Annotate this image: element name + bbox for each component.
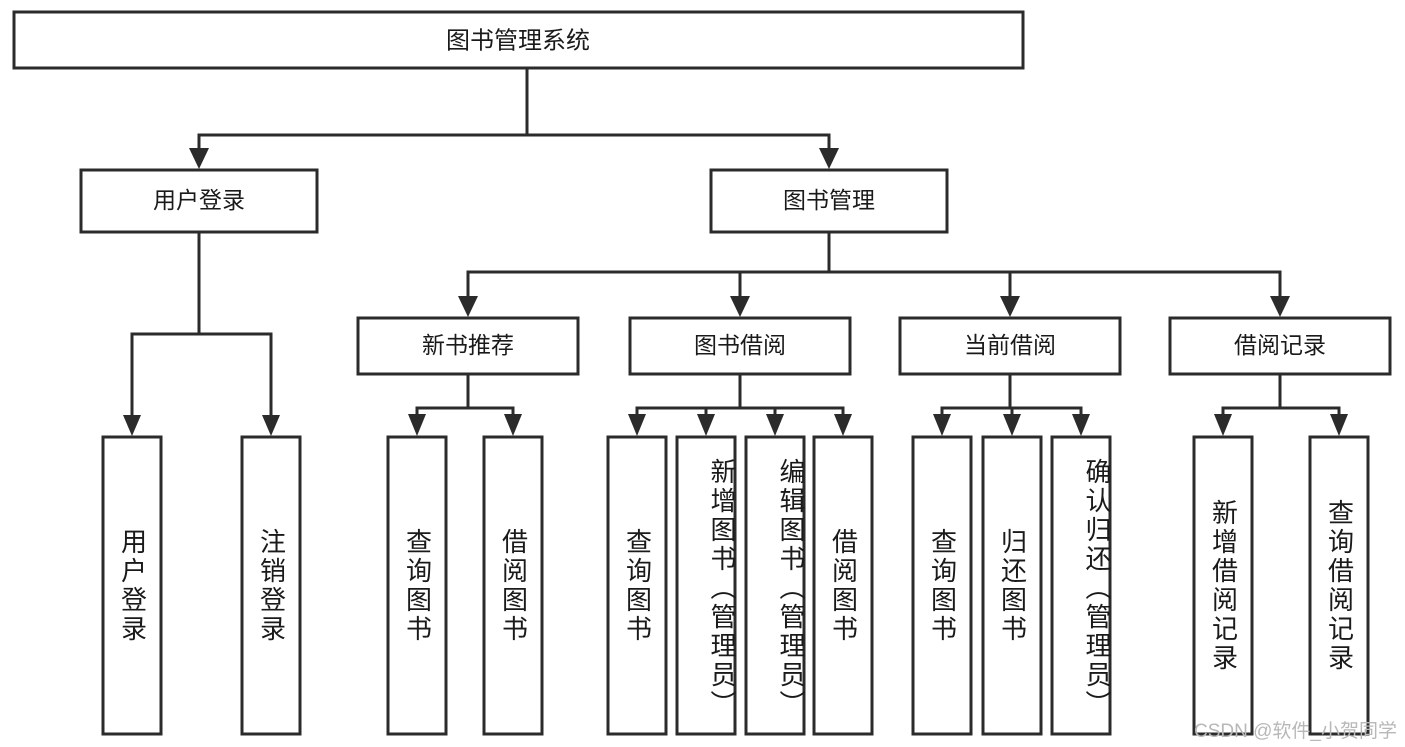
arrowhead-leaf-borrow-book-a <box>504 414 522 436</box>
node-user-login[interactable]: 用户登录 <box>79 168 319 234</box>
arrowhead-leaf-user-login <box>123 415 141 436</box>
connectors-book-mgmt-to-level3 <box>458 230 1290 317</box>
connectors-root-to-level2 <box>189 66 839 169</box>
leaf-box-query-book-a[interactable] <box>386 435 448 736</box>
arrowhead-leaf-confirm-return <box>1072 414 1090 436</box>
node-book-borrow-box[interactable] <box>628 316 852 376</box>
leaf-boxes <box>101 435 1370 736</box>
leaf-box-user-login[interactable] <box>101 435 163 736</box>
node-current-borrow-label: 当前借阅 <box>964 332 1056 358</box>
node-root-box[interactable] <box>12 10 1025 70</box>
leaf-box-logout[interactable] <box>240 435 302 736</box>
arrowhead-new-book <box>458 296 478 317</box>
arrowhead-book-mgmt <box>819 148 839 169</box>
node-new-book-recommend-label: 新书推荐 <box>422 332 514 358</box>
leaf-box-query-record[interactable] <box>1308 435 1370 736</box>
leaf-box-add-record[interactable] <box>1192 435 1254 736</box>
leaf-box-edit-book[interactable] <box>744 435 806 736</box>
node-borrow-record[interactable]: 借阅记录 <box>1168 316 1392 376</box>
arrowhead-leaf-query-book-a <box>408 414 426 436</box>
csdn-watermark: CSDN @软件_小贺同学 <box>1194 721 1397 742</box>
node-borrow-record-label: 借阅记录 <box>1234 332 1326 358</box>
leaf-box-return-book[interactable] <box>981 435 1043 736</box>
leaf-box-borrow-book-b[interactable] <box>812 435 874 736</box>
arrowhead-book-borrow <box>730 296 750 317</box>
arrowhead-leaf-query-record <box>1330 414 1348 436</box>
arrowhead-leaf-edit-book <box>766 414 784 436</box>
node-book-management-box[interactable] <box>709 168 949 234</box>
leaf-box-query-book-b[interactable] <box>606 435 668 736</box>
node-book-management-label: 图书管理 <box>783 187 875 213</box>
node-root[interactable]: 图书管理系统 <box>12 10 1025 70</box>
leaf-box-query-book-c[interactable] <box>911 435 973 736</box>
node-current-borrow-box[interactable] <box>898 316 1122 376</box>
node-user-login-box[interactable] <box>79 168 319 234</box>
node-current-borrow[interactable]: 当前借阅 <box>898 316 1122 376</box>
node-borrow-record-box[interactable] <box>1168 316 1392 376</box>
connectors-borrow-record-to-leaves <box>1214 372 1348 436</box>
arrowhead-leaf-logout <box>262 415 280 436</box>
arrowhead-leaf-query-book-c <box>933 414 951 436</box>
arrowhead-leaf-add-book <box>697 414 715 436</box>
connectors-user-login-to-leaves <box>123 230 280 436</box>
leaf-box-add-book[interactable] <box>675 435 737 736</box>
arrowhead-borrow-record <box>1270 296 1290 317</box>
connectors-new-book-to-leaves <box>408 372 522 436</box>
node-book-borrow[interactable]: 图书借阅 <box>628 316 852 376</box>
node-book-borrow-label: 图书借阅 <box>694 332 786 358</box>
leaf-box-confirm-return[interactable] <box>1050 435 1112 736</box>
connectors-current-borrow-to-leaves <box>933 372 1090 436</box>
arrowhead-leaf-query-book-b <box>628 414 646 436</box>
arrowhead-user-login <box>189 148 209 169</box>
node-user-login-label: 用户登录 <box>153 187 245 213</box>
node-new-book-recommend[interactable]: 新书推荐 <box>356 316 580 376</box>
leaf-box-borrow-book-a[interactable] <box>482 435 544 736</box>
connectors-book-borrow-to-leaves <box>628 372 852 436</box>
node-new-book-recommend-box[interactable] <box>356 316 580 376</box>
arrowhead-leaf-add-record <box>1214 414 1232 436</box>
arrowhead-current-borrow <box>1000 296 1020 317</box>
node-book-management[interactable]: 图书管理 <box>709 168 949 234</box>
node-root-label: 图书管理系统 <box>446 27 590 54</box>
arrowhead-leaf-borrow-book-b <box>834 414 852 436</box>
arrowhead-leaf-return-book <box>1003 414 1021 436</box>
